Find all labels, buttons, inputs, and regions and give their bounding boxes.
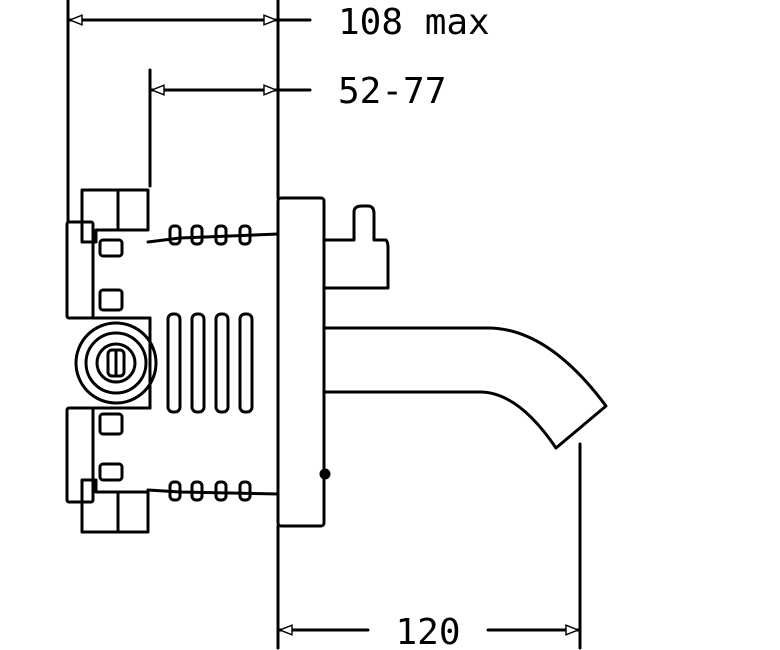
left-bar-top [65,220,95,320]
bolt-upper-2 [98,288,124,312]
concealed-valve-body [65,188,280,534]
mixer-lever [322,204,390,290]
inlet-middle-ring [84,331,148,395]
adjustable-depth-label: 52-77 [338,71,446,112]
inlet-inner-ring [95,342,137,384]
bolt-lower-1 [98,412,124,436]
bolt-upper-1 [98,238,124,258]
fin-1 [166,312,182,414]
bottom-cap-block [80,478,150,534]
top-cap-block [80,188,150,244]
wall-plate [276,196,326,528]
bolt-lower-2 [98,462,124,482]
fin-4 [238,312,254,414]
overall-depth-label: 108 max [338,2,490,43]
inlet-center-slot [106,348,126,378]
fin-3 [214,312,230,414]
spout-reach-label: 120 [395,612,460,650]
inlet-outer-ring [74,321,158,405]
left-bar-bottom [65,406,95,504]
spout [322,326,608,450]
fin-2 [190,312,206,414]
plate-screw [319,468,331,480]
